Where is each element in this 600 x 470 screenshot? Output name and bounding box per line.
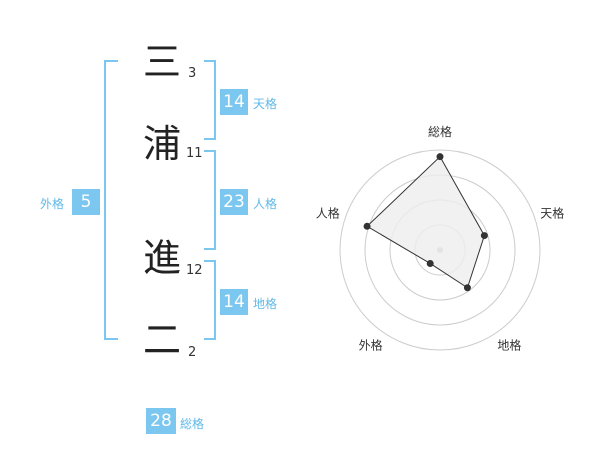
radar-grid-ring [339,149,541,351]
gaikaku-label: 外格 [40,197,65,211]
stroke-count-1: 3 [188,66,197,81]
jinkaku-value: 23 [220,189,248,215]
gaikaku-bracket [104,60,118,340]
gaikaku-value: 5 [72,189,100,215]
radar-axis-label-5: 人格 [316,206,340,221]
jinkaku-label: 人格 [253,197,278,211]
tenkaku-bracket [204,60,216,140]
tenkaku-label: 天格 [253,97,278,111]
stroke-count-2: 11 [186,146,203,161]
name-char-1: 三 [142,40,181,84]
radar-point-4 [426,259,434,267]
chikaku-value: 14 [220,289,248,315]
name-char-4: 二 [142,318,181,362]
radar-axis-label-3: 地格 [497,337,521,352]
radar-axis-label-1: 総格 [428,124,452,139]
radar-point-5 [363,222,371,230]
stroke-count-4: 2 [188,345,197,360]
name-char-3: 進 [142,236,181,280]
radar-point-2 [480,232,488,240]
radar-point-3 [463,284,471,292]
soukaku-label: 総格 [180,417,205,431]
chikaku-label: 地格 [253,297,278,311]
radar-polygon [366,155,485,289]
name-char-2: 浦 [142,122,181,166]
radar-axis-label-2: 天格 [540,206,564,221]
jinkaku-bracket [204,150,216,250]
chikaku-bracket [204,260,216,340]
stroke-count-3: 12 [186,263,203,278]
radar-axis-label-4: 外格 [359,337,383,352]
tenkaku-value: 14 [220,89,248,115]
soukaku-value: 28 [146,408,176,434]
radar-point-1 [436,153,444,161]
